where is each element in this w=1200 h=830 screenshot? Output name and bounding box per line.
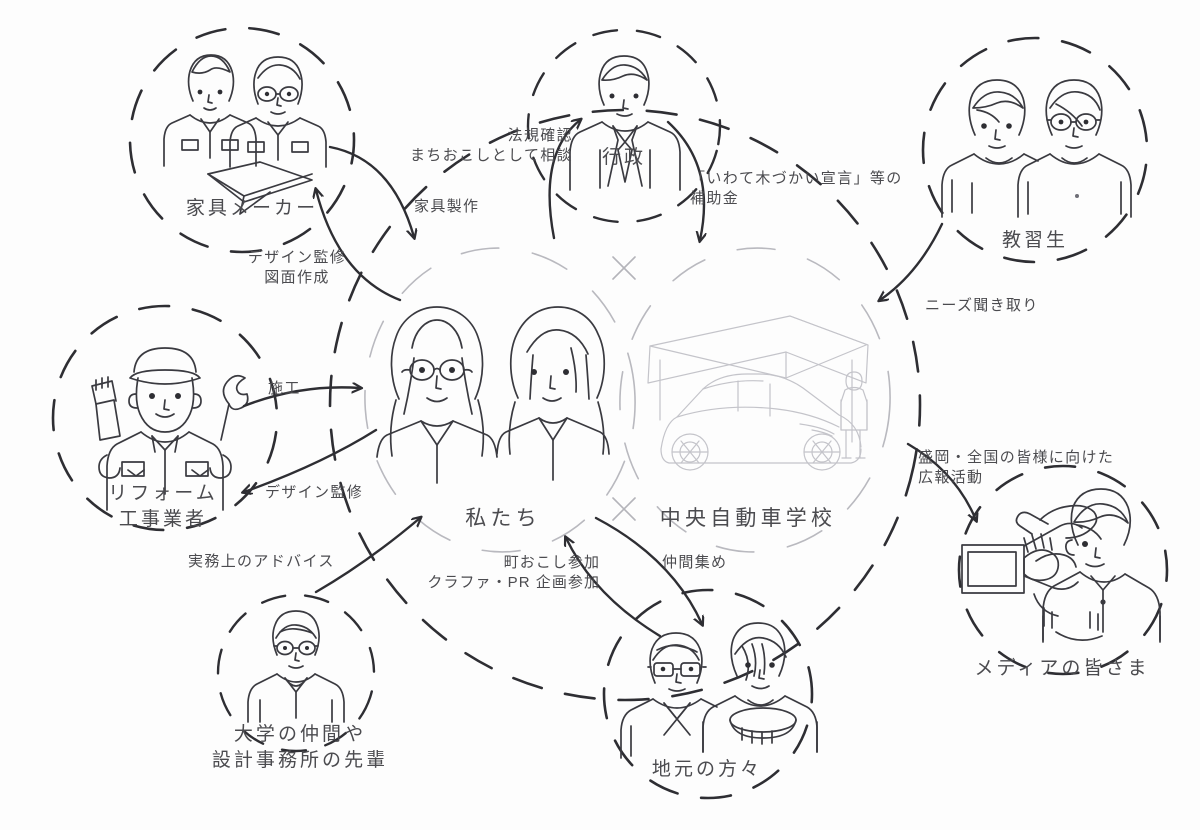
node-label-furniture-maker: 家具メーカー xyxy=(185,198,319,219)
node-students-outline xyxy=(921,36,1149,264)
arrow-design-supervision xyxy=(244,428,378,492)
node-government-outline xyxy=(526,28,722,224)
arrow-town-revitalization xyxy=(566,538,662,638)
suited-official-icon xyxy=(569,55,681,191)
node-furniture-maker-outline xyxy=(128,26,356,254)
edge-label-furniture-production: 家具製作 xyxy=(414,198,480,215)
edge-label-construction: 施工 xyxy=(268,380,301,397)
center-label-school: 中央自動車学校 xyxy=(659,507,837,530)
center-label-us: 私たち xyxy=(465,507,541,530)
arrow-furniture-production xyxy=(328,145,414,237)
arrow-iwate-wood-subsidy xyxy=(666,120,704,240)
edge-label-pr-activity: 盛岡・全国の皆様に向けた 広報活動 xyxy=(918,449,1115,487)
node-label-renovation: リフォーム 工事業者 xyxy=(108,483,218,530)
node-label-students: 教習生 xyxy=(1001,230,1069,251)
arrow-pr-activity xyxy=(906,442,976,520)
node-label-locals: 地元の方々 xyxy=(651,759,763,780)
arrow-gather-companions xyxy=(594,516,702,624)
edge-label-needs-hearing: ニーズ聞き取り xyxy=(925,297,1039,314)
senior-adviser-icon xyxy=(247,610,345,723)
handyman-brush-wrench-icon xyxy=(91,347,249,511)
cross-mark-top xyxy=(612,256,636,280)
node-locals-outline xyxy=(602,588,814,800)
node-university-outline xyxy=(216,593,376,753)
edge-label-practical-advice: 実務上のアドバイス xyxy=(188,553,335,570)
node-label-university: 大学の仲間や 設計事務所の先輩 xyxy=(211,724,389,771)
edge-label-legal-check-consult: 法規確認 まちおこしとして相談 xyxy=(409,127,573,165)
two-workers-with-plank-icon xyxy=(163,54,327,215)
edge-label-design-supervision: デザイン監修 xyxy=(265,484,364,501)
camera-operator-icon xyxy=(961,488,1161,643)
edge-label-iwate-wood-subsidy: 「いわて木づかい宣言」等の 補助金 xyxy=(690,170,903,208)
two-young-students-icon xyxy=(941,79,1132,218)
two-women-portrait-icon xyxy=(376,306,610,484)
arrow-practical-advice xyxy=(314,518,420,594)
edge-label-town-revitalization: 町おこし参加 クラファ・PR 企画参加 xyxy=(427,554,600,592)
edge-label-gather-companions: 仲間集め xyxy=(662,554,728,571)
node-label-government: 行政 xyxy=(601,147,647,168)
cross-mark-bottom xyxy=(612,497,636,521)
center-cluster-outline xyxy=(328,108,922,702)
arrow-construction xyxy=(242,387,360,408)
car-under-canopy-icon xyxy=(647,315,869,471)
local-couple-icon xyxy=(620,622,818,759)
arrow-legal-check-consult xyxy=(548,120,580,240)
node-renovation-outline xyxy=(51,304,279,532)
edge-label-design-supervision-drawings: デザイン監修 図面作成 xyxy=(247,249,347,287)
node-label-media: メディアの皆さま xyxy=(974,658,1150,679)
arrow-design-supervision-drawings xyxy=(316,190,402,302)
arrow-needs-hearing xyxy=(880,222,944,300)
